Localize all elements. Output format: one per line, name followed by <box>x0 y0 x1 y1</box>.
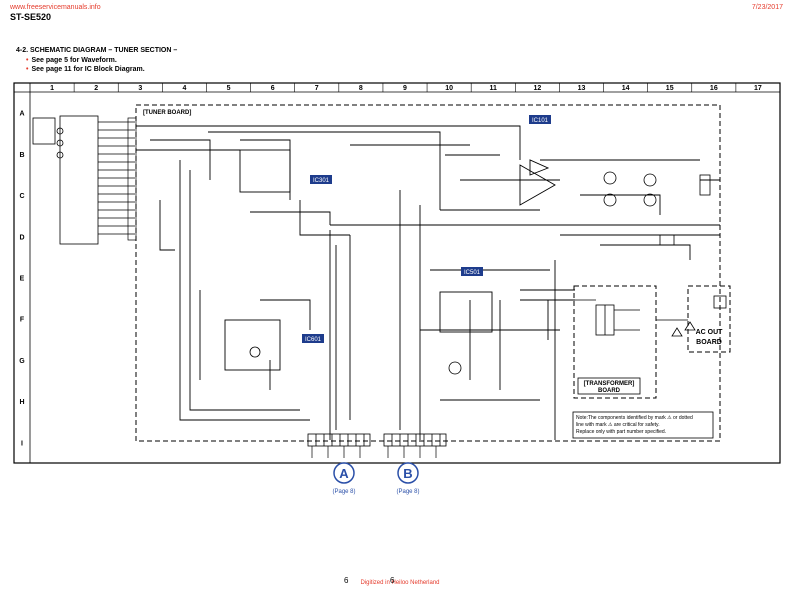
transistor-symbol <box>603 171 617 185</box>
transistor-symbol <box>643 193 657 207</box>
model-number: ST-SE520 <box>10 12 52 22</box>
caution-note-line: line with mark ⚠ are critical for safety… <box>576 422 660 428</box>
column-label: 7 <box>315 85 319 92</box>
column-label: 2 <box>94 85 98 92</box>
connector-letter: A <box>339 466 349 481</box>
ac-outlet-symbol <box>713 295 727 309</box>
column-label: 8 <box>359 85 363 92</box>
note-block-diagram: •See page 11 for IC Block Diagram. <box>26 66 145 73</box>
transformer-board-label-box <box>577 377 641 395</box>
column-label: 6 <box>271 85 275 92</box>
ic-label-group: IC101 IC301 IC501 IC601 <box>302 115 551 343</box>
tuner-board-outline <box>135 104 721 442</box>
row-label: B <box>19 152 24 159</box>
column-label: 3 <box>138 85 142 92</box>
transistor-symbol <box>448 361 462 375</box>
ac-out-board-label: BOARD <box>696 339 722 346</box>
bullet-icon: • <box>26 57 29 64</box>
transformer-board-outline <box>573 285 657 399</box>
row-label: A <box>19 111 24 118</box>
row-label: E <box>20 276 25 283</box>
column-label: 16 <box>710 85 718 92</box>
column-label: 17 <box>754 85 762 92</box>
tuner-pack-block <box>59 115 99 245</box>
connector-strip-a <box>307 433 371 447</box>
column-label: 14 <box>622 85 630 92</box>
column-label: 10 <box>445 85 453 92</box>
column-label: 9 <box>403 85 407 92</box>
ic-label: IC601 <box>305 337 322 343</box>
control-connector <box>659 234 675 246</box>
bullet-icon: • <box>26 66 29 73</box>
note-waveform-text: See page 5 for Waveform. <box>31 57 117 64</box>
diagram-frame <box>13 82 781 464</box>
tuner-board-label: [TUNER BOARD] <box>143 110 191 116</box>
column-label: 1 <box>50 85 54 92</box>
transistor-symbol <box>603 193 617 207</box>
page-number: 6 <box>390 576 395 585</box>
print-date: 7/23/2017 <box>751 4 783 11</box>
connector-strip-b <box>383 433 447 447</box>
connector-pins <box>127 117 137 241</box>
column-label: 15 <box>666 85 674 92</box>
page-number: 6 <box>344 576 349 585</box>
transformer-symbol <box>575 299 640 336</box>
oscillator-symbol <box>249 346 261 358</box>
wiring-traces <box>136 125 720 440</box>
caution-icon <box>671 327 683 337</box>
note-waveform: •See page 5 for Waveform. <box>26 57 117 64</box>
connector-page-ref: (Page 8) <box>332 489 355 495</box>
row-label: C <box>19 193 24 200</box>
connector-leads <box>311 446 437 458</box>
digitized-credit: Digitized in Heiloo Netherland <box>360 580 439 586</box>
row-label: D <box>19 234 24 241</box>
ic101-block <box>239 149 291 193</box>
amp-triangle <box>529 159 550 176</box>
ic-label: IC501 <box>464 270 481 276</box>
row-label: I <box>21 440 23 447</box>
column-label: 5 <box>227 85 231 92</box>
source-url[interactable]: www.freeservicemanuals.info <box>10 4 101 11</box>
tuner-pack-pins <box>98 121 135 235</box>
connector-ref-a: A (Page 8) <box>332 462 356 495</box>
amp-triangle <box>519 164 556 206</box>
transformer-board-label: [TRANSFORMER] <box>584 381 635 387</box>
ac-out-board-label: AC OUT <box>696 329 724 336</box>
row-label: F <box>20 317 25 324</box>
fm-antenna-jack <box>32 117 56 145</box>
caution-note-box <box>572 411 714 439</box>
column-label: 13 <box>578 85 586 92</box>
output-jack <box>699 174 711 196</box>
column-label: 12 <box>533 85 541 92</box>
row-label: H <box>19 399 24 406</box>
row-labels: A B C D E F G H I <box>19 111 25 448</box>
connector-page-ref: (Page 8) <box>396 489 419 495</box>
row-label: G <box>19 358 25 365</box>
section-title: 4-2. SCHEMATIC DIAGRAM – TUNER SECTION – <box>16 47 178 54</box>
caution-note-line: Replace only with part number specified. <box>576 429 666 435</box>
ic501-block <box>439 291 493 333</box>
note-block-diagram-text: See page 11 for IC Block Diagram. <box>31 66 145 73</box>
ic-label: IC301 <box>313 178 330 184</box>
column-label: 11 <box>490 85 498 92</box>
caution-note-line: Note:The components identified by mark ⚠… <box>576 415 693 421</box>
caution-icon <box>684 321 696 331</box>
transistor-symbol <box>643 173 657 187</box>
ic-label: IC101 <box>532 118 549 124</box>
connector-letter: B <box>403 466 412 481</box>
transformer-board-label: BOARD <box>598 388 621 394</box>
column-label: 4 <box>182 85 186 92</box>
ac-out-board-outline <box>687 285 731 353</box>
ic301-block <box>224 319 281 371</box>
connector-ref-b: B (Page 8) <box>396 462 420 495</box>
